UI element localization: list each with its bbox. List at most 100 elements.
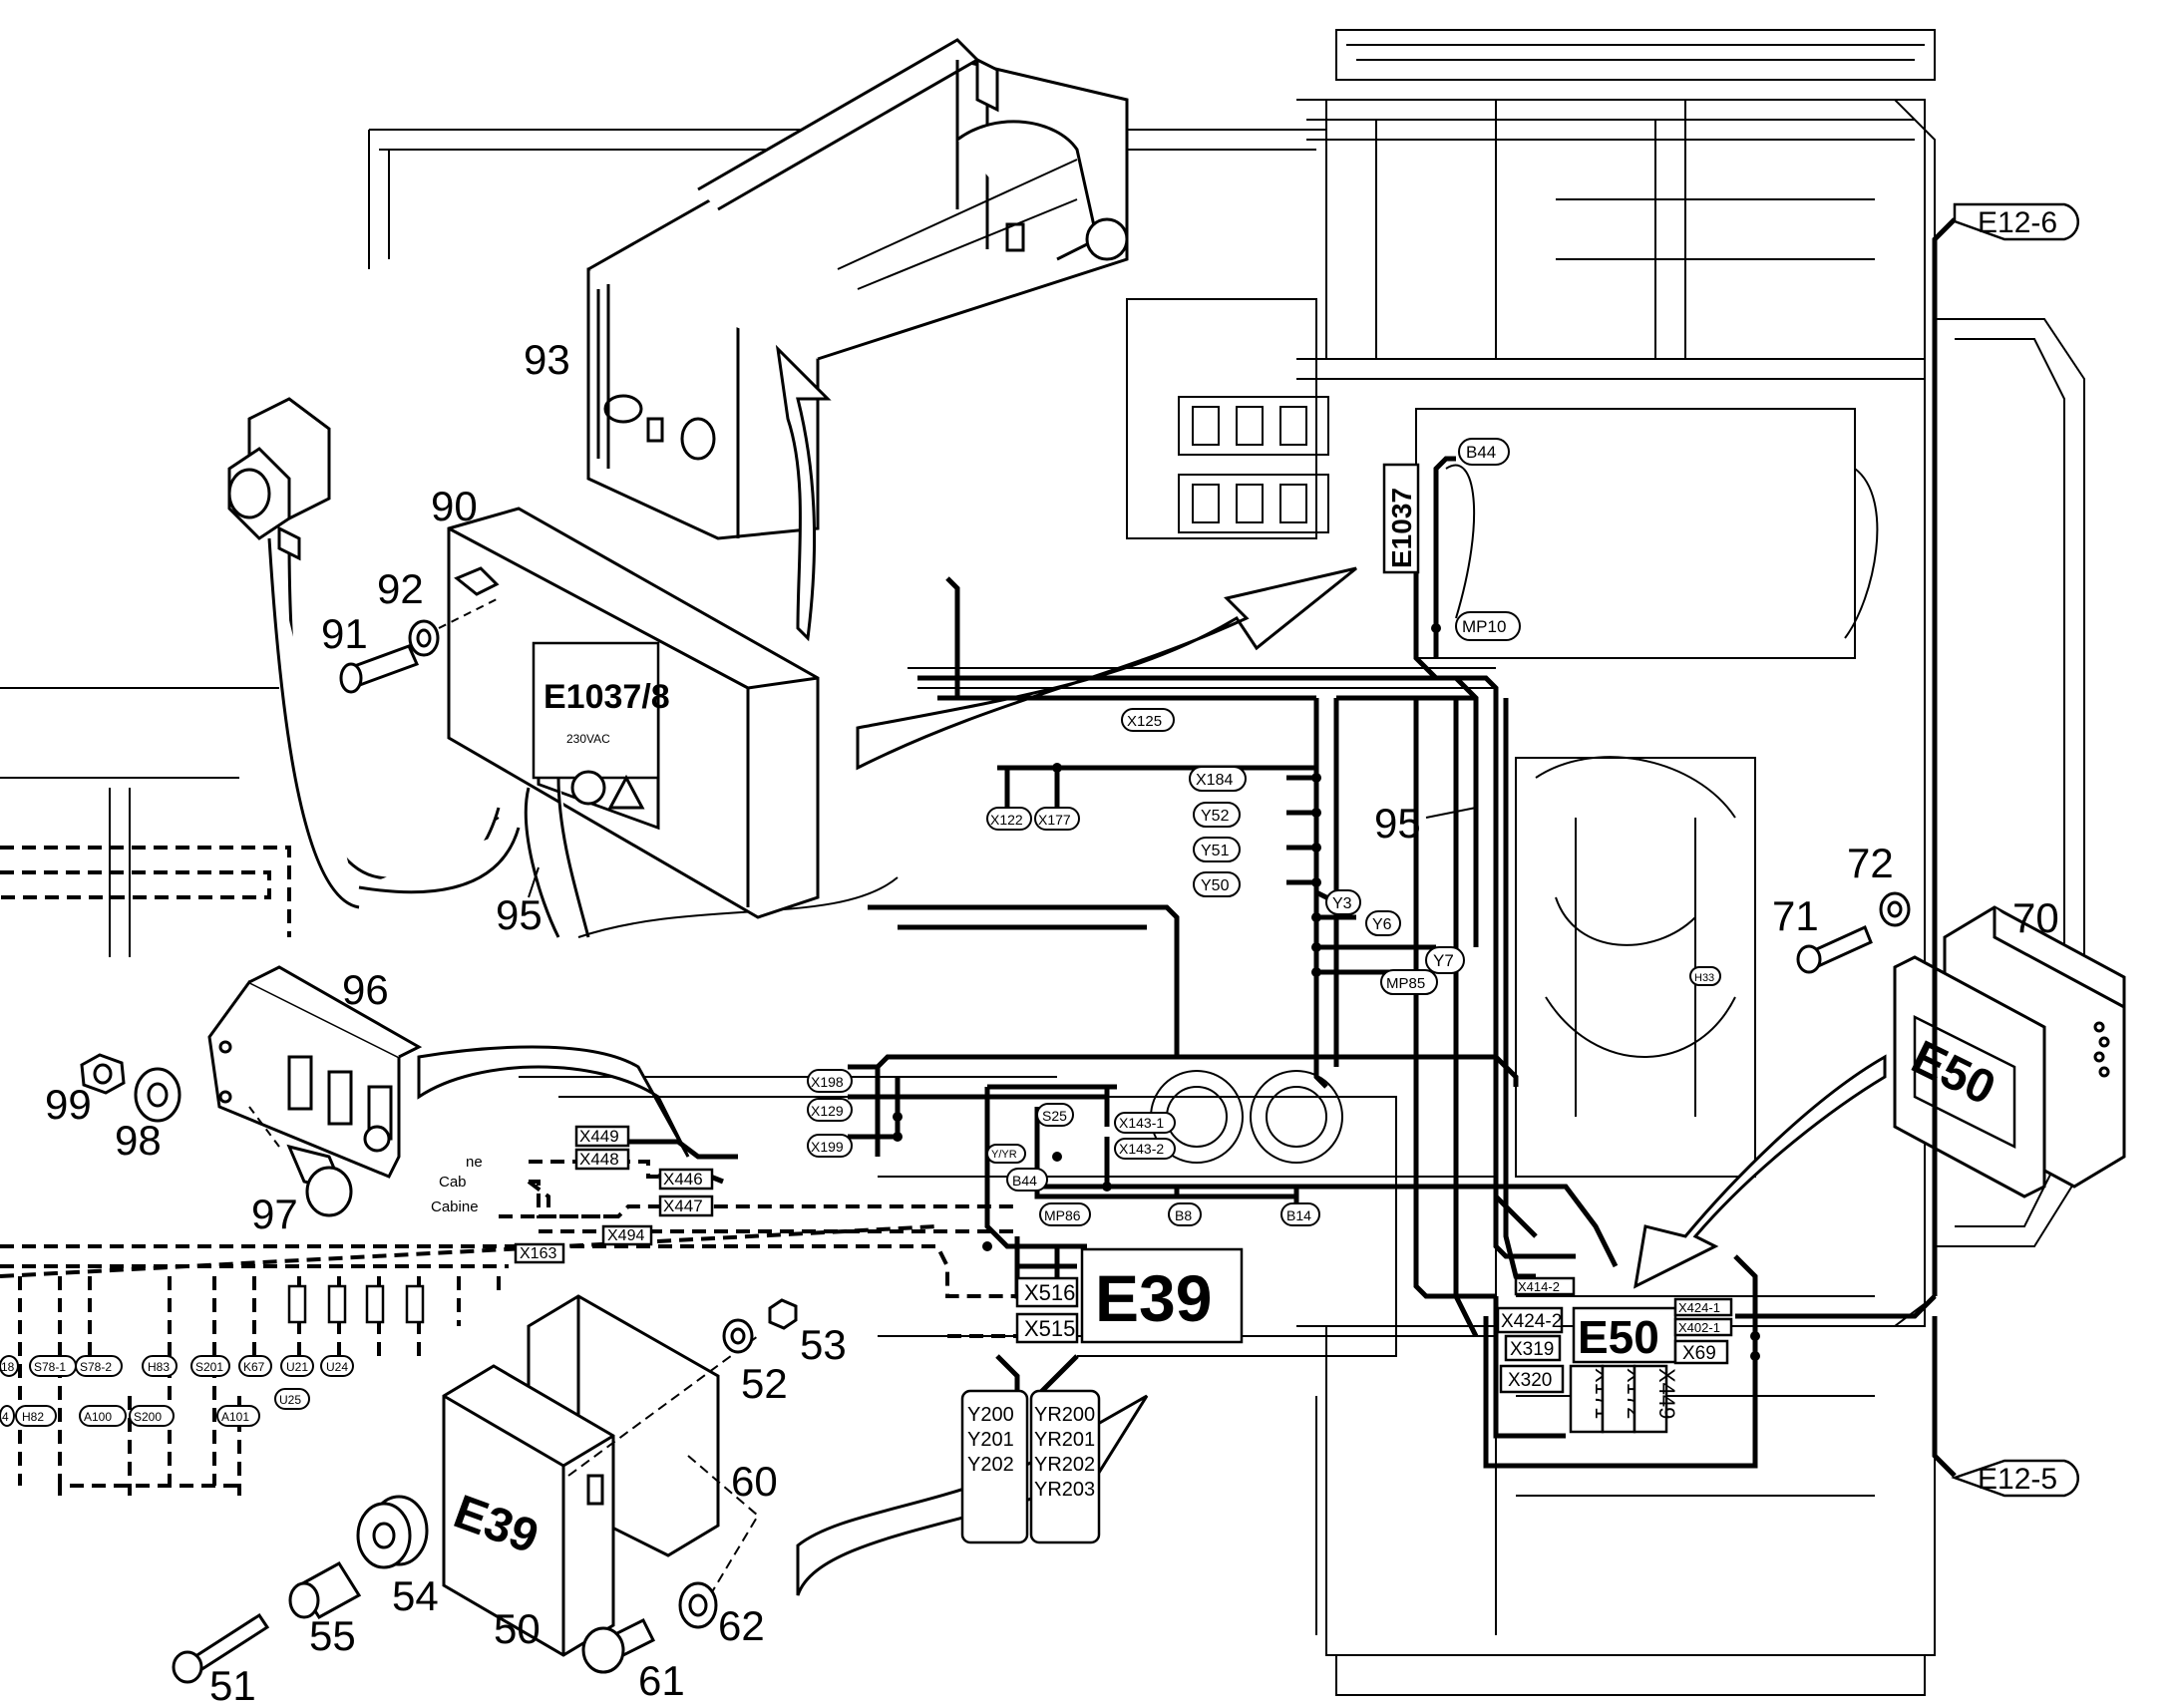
part-number-62: 62 (718, 1602, 765, 1649)
x446-label: X446 (663, 1170, 703, 1189)
part-number-50: 50 (494, 1605, 541, 1652)
x424-2-label: X424-2 (1501, 1311, 1562, 1332)
part-number-70: 70 (2012, 894, 2059, 941)
part-number-61: 61 (638, 1657, 685, 1704)
x447-label: X447 (663, 1196, 703, 1215)
e1037-label: E1037 (1386, 488, 1417, 568)
part-50-module: E39 (442, 1364, 615, 1657)
yr202-label: YR202 (1034, 1454, 1095, 1476)
pill-callouts: B44 MP10 X125 X122 X177 X184 Y52 Y51 Y50… (0, 438, 1721, 1427)
b44-top-label: B44 (1466, 443, 1496, 462)
heater-box-label: E1037/8 (544, 678, 670, 716)
b14-label: B14 (1286, 1207, 1311, 1223)
x122-label: X122 (990, 812, 1023, 828)
e12-6-label: E12-6 (1978, 206, 2057, 239)
arrow-96 (417, 1045, 690, 1158)
part-number-60: 60 (731, 1458, 778, 1505)
x198-label: X198 (811, 1074, 844, 1090)
x143-1-label: X143-1 (1119, 1115, 1164, 1131)
mp85-label: MP85 (1386, 975, 1425, 992)
h83-label: H83 (148, 1360, 170, 1374)
h82-label: H82 (22, 1410, 44, 1424)
fuse-row (287, 1284, 425, 1324)
x402-1-label: X402-1 (1678, 1320, 1720, 1335)
part-number-99: 99 (45, 1081, 92, 1128)
part-number-53: 53 (800, 1321, 847, 1368)
leader-lines (528, 807, 1477, 898)
e39-label: E39 (1095, 1261, 1212, 1335)
yr200-label: YR200 (1034, 1404, 1095, 1426)
x448-label: X448 (579, 1150, 619, 1169)
junction-dots (893, 623, 1760, 1361)
b8-label: B8 (1175, 1207, 1192, 1223)
x449b-label: X449 (1654, 1368, 1679, 1419)
arrow-93 (775, 344, 832, 642)
spacer-55 (288, 1561, 362, 1619)
cab-labels: ne Cab Cabine (431, 1154, 483, 1215)
s200-label: S200 (134, 1410, 162, 1424)
x184-label: X184 (1196, 772, 1233, 789)
nut-99 (80, 1053, 126, 1095)
mp86-label: MP86 (1044, 1207, 1081, 1223)
bolt-61 (581, 1617, 656, 1674)
x494-label: X494 (607, 1227, 644, 1244)
e12-5-connector: E12-5 (1951, 1459, 2080, 1498)
k67-label: K67 (243, 1360, 265, 1374)
y52-label: Y52 (1201, 808, 1230, 825)
seat-mounts (1178, 396, 1329, 533)
b44-low-label: B44 (1012, 1173, 1037, 1189)
part-number-92: 92 (377, 565, 424, 612)
x125-label: X125 (1127, 713, 1162, 730)
u25-label: U25 (279, 1393, 301, 1407)
x69-label: X69 (1682, 1343, 1716, 1364)
cabine-label: Cabine (431, 1198, 479, 1215)
part-number-96: 96 (342, 966, 389, 1013)
part-96-bracket (207, 965, 423, 1179)
nut-53 (768, 1298, 798, 1330)
part-number-91: 91 (321, 610, 368, 657)
y51-label: Y51 (1201, 843, 1230, 859)
yr201-label: YR201 (1034, 1429, 1095, 1451)
bolt-71 (1796, 924, 1873, 974)
x449-label: X449 (579, 1127, 619, 1146)
c18-label: 18 (1, 1360, 15, 1374)
washer-92 (408, 619, 440, 657)
part-number-98: 98 (115, 1117, 162, 1164)
bolt-51 (172, 1612, 270, 1684)
y-yr-label: Y/YR (991, 1149, 1017, 1161)
part-93-cabinet (586, 38, 1129, 540)
x129-label: X129 (811, 1103, 844, 1119)
u21-label: U21 (286, 1360, 308, 1374)
x515-label: X515 (1024, 1316, 1075, 1341)
washer-52 (722, 1318, 754, 1354)
valve-labels: Y200 Y201 Y202 YR200 YR201 YR202 YR203 (960, 1389, 1101, 1544)
part-number-97: 97 (251, 1191, 298, 1237)
e50-label-box: E50 (1572, 1306, 1677, 1364)
cabine-top-label: ne (466, 1154, 483, 1171)
bolt-91 (339, 644, 420, 694)
e1037-label-box: E1037 (1382, 463, 1420, 574)
plug-connector (227, 397, 331, 561)
h33-label: H33 (1694, 972, 1714, 984)
part-number-93: 93 (524, 336, 570, 383)
y6-label: Y6 (1372, 916, 1392, 933)
x320-label: X320 (1508, 1370, 1552, 1391)
y50-label: Y50 (1201, 877, 1230, 894)
bolt-97 (286, 1144, 353, 1217)
e50-label: E50 (1578, 1311, 1659, 1363)
y7-label: Y7 (1433, 951, 1454, 970)
part-number-72: 72 (1847, 840, 1894, 886)
a100-label: A100 (84, 1410, 112, 1424)
s78-2-label: S78-2 (80, 1360, 112, 1374)
yr203-label: YR203 (1034, 1479, 1095, 1501)
part-number-52: 52 (741, 1360, 788, 1407)
x516-label: X516 (1024, 1280, 1075, 1305)
x414-2-label: X414-2 (1518, 1279, 1560, 1294)
part-numbers: 93 90 92 91 95 95 96 99 98 97 53 52 60 5… (45, 336, 2059, 1708)
arrow-e50 (1634, 1054, 1887, 1289)
part-number-95-left: 95 (496, 891, 543, 938)
washer-62 (678, 1581, 718, 1629)
part-number-95-right: 95 (1374, 800, 1421, 847)
x177-label: X177 (1038, 812, 1071, 828)
